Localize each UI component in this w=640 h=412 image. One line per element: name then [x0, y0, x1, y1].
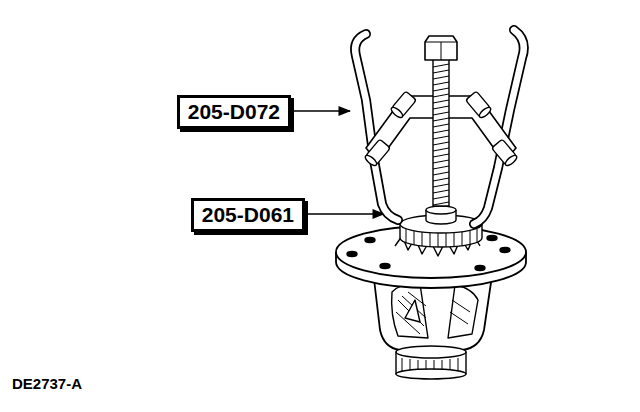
tool-callout-box: 205-D072	[177, 95, 291, 129]
screw-thread	[433, 64, 449, 67]
puller-arm	[355, 30, 524, 224]
forcing-screw	[425, 36, 457, 206]
screw-thread	[433, 172, 449, 175]
screw-thread	[433, 166, 449, 169]
screw-thread	[433, 154, 449, 157]
tool-number: 205-D072	[188, 100, 280, 124]
leader-arrow	[308, 213, 384, 215]
screw-thread	[433, 100, 449, 103]
tool-number: 205-D061	[202, 203, 294, 227]
screw-thread	[433, 178, 449, 181]
screw-thread	[433, 190, 449, 193]
leader-arrow	[294, 110, 350, 112]
screw-thread	[433, 70, 449, 73]
figure-code: DE2737-A	[12, 375, 82, 392]
screw-thread	[433, 76, 449, 79]
screw-thread	[433, 136, 449, 139]
screw-thread	[433, 142, 449, 145]
screw-thread	[433, 148, 449, 151]
screw-thread	[433, 130, 449, 133]
screw-thread	[433, 112, 449, 115]
screw-thread	[433, 202, 449, 205]
screw-thread	[433, 184, 449, 187]
screw-thread	[433, 88, 449, 91]
screw-thread	[433, 82, 449, 85]
screw-thread	[433, 106, 449, 109]
screw-thread	[433, 196, 449, 199]
screw-thread	[433, 124, 449, 127]
tool-callout-box: 205-D061	[191, 198, 305, 232]
screw-thread	[433, 160, 449, 163]
screw-thread	[433, 118, 449, 121]
step-plate-adapter	[426, 206, 456, 224]
screw-thread	[433, 94, 449, 97]
